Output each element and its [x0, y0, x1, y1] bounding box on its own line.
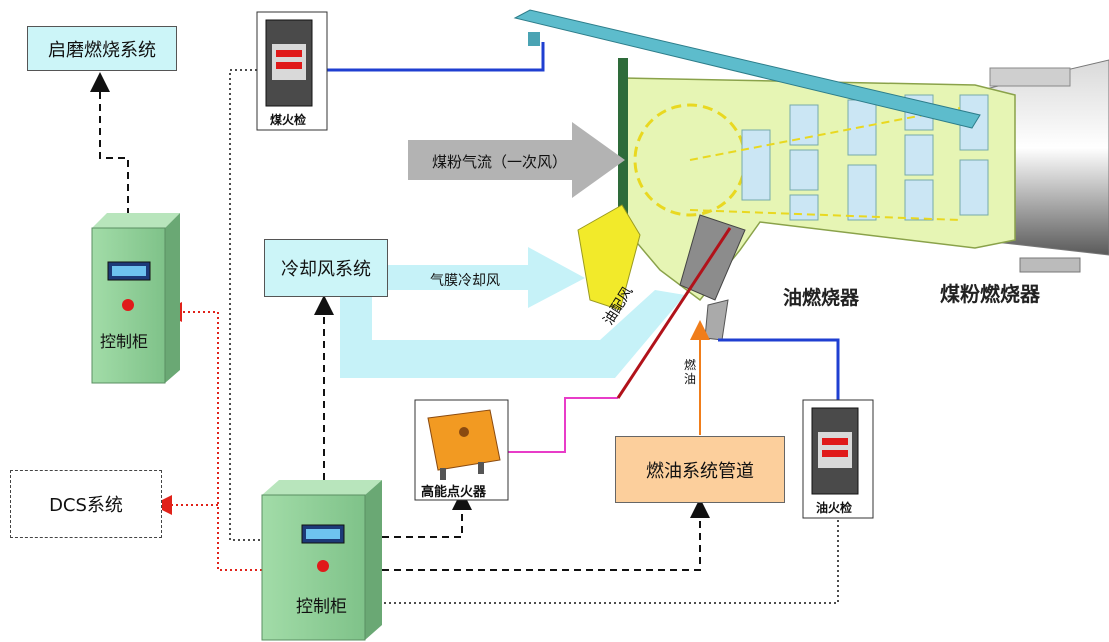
dcs-system-label: DCS系统 — [49, 495, 123, 516]
lance-tube — [513, 9, 981, 129]
coal-detector-line — [327, 42, 545, 72]
fuel-pipeline-box: 燃油系统管道 — [615, 436, 785, 503]
oil-flame-detector — [802, 399, 874, 519]
oil-detector-line — [718, 338, 840, 400]
igniter-device — [414, 399, 509, 501]
oil-detector-signal-line — [382, 515, 839, 604]
link-cabinets-red — [162, 302, 262, 571]
link-cabinet-to-igniter — [382, 490, 472, 538]
link-cabinet-to-qimo — [90, 72, 129, 215]
coal-burner-label: 煤粉燃烧器 — [940, 282, 1040, 306]
control-cabinet-lower-label: 控制柜 — [296, 597, 347, 617]
igniter-label: 高能点火器 — [421, 485, 487, 500]
burner-cutaway — [577, 58, 1016, 311]
coal-flame-detector — [256, 11, 328, 131]
fuel-pipeline-label: 燃油系统管道 — [646, 460, 754, 482]
oil-air-arrow — [340, 290, 685, 378]
film-cooling-air-label: 气膜冷却风 — [430, 273, 500, 289]
cooling-wind-system-label: 冷却风系统 — [281, 259, 371, 280]
qimo-system-label: 启磨燃烧系统 — [48, 39, 156, 61]
fuel-oil-label: 燃油 — [684, 358, 697, 386]
coal-flame-detector-label: 煤火检 — [270, 113, 307, 127]
coal-detector-signal-line — [229, 69, 262, 541]
igniter-line — [508, 397, 618, 453]
control-cabinet-upper — [91, 213, 180, 384]
cooling-wind-system-box: 冷却风系统 — [264, 239, 388, 297]
igniter-rod — [616, 227, 732, 399]
control-cabinet-lower — [261, 480, 382, 641]
oil-flame-detector-label: 油火检 — [816, 501, 853, 515]
oil-burner-label: 油燃烧器 — [783, 287, 860, 309]
control-cabinet-upper-label: 控制柜 — [100, 332, 149, 351]
film-cooling-air-arrow — [388, 247, 585, 308]
qimo-system-box: 启磨燃烧系统 — [27, 26, 177, 71]
dcs-system-box: DCS系统 — [10, 470, 162, 538]
link-cabinet-to-fuel — [382, 498, 710, 571]
coal-airflow-arrow — [408, 122, 625, 198]
coal-airflow-label: 煤粉气流（一次风） — [432, 153, 568, 171]
